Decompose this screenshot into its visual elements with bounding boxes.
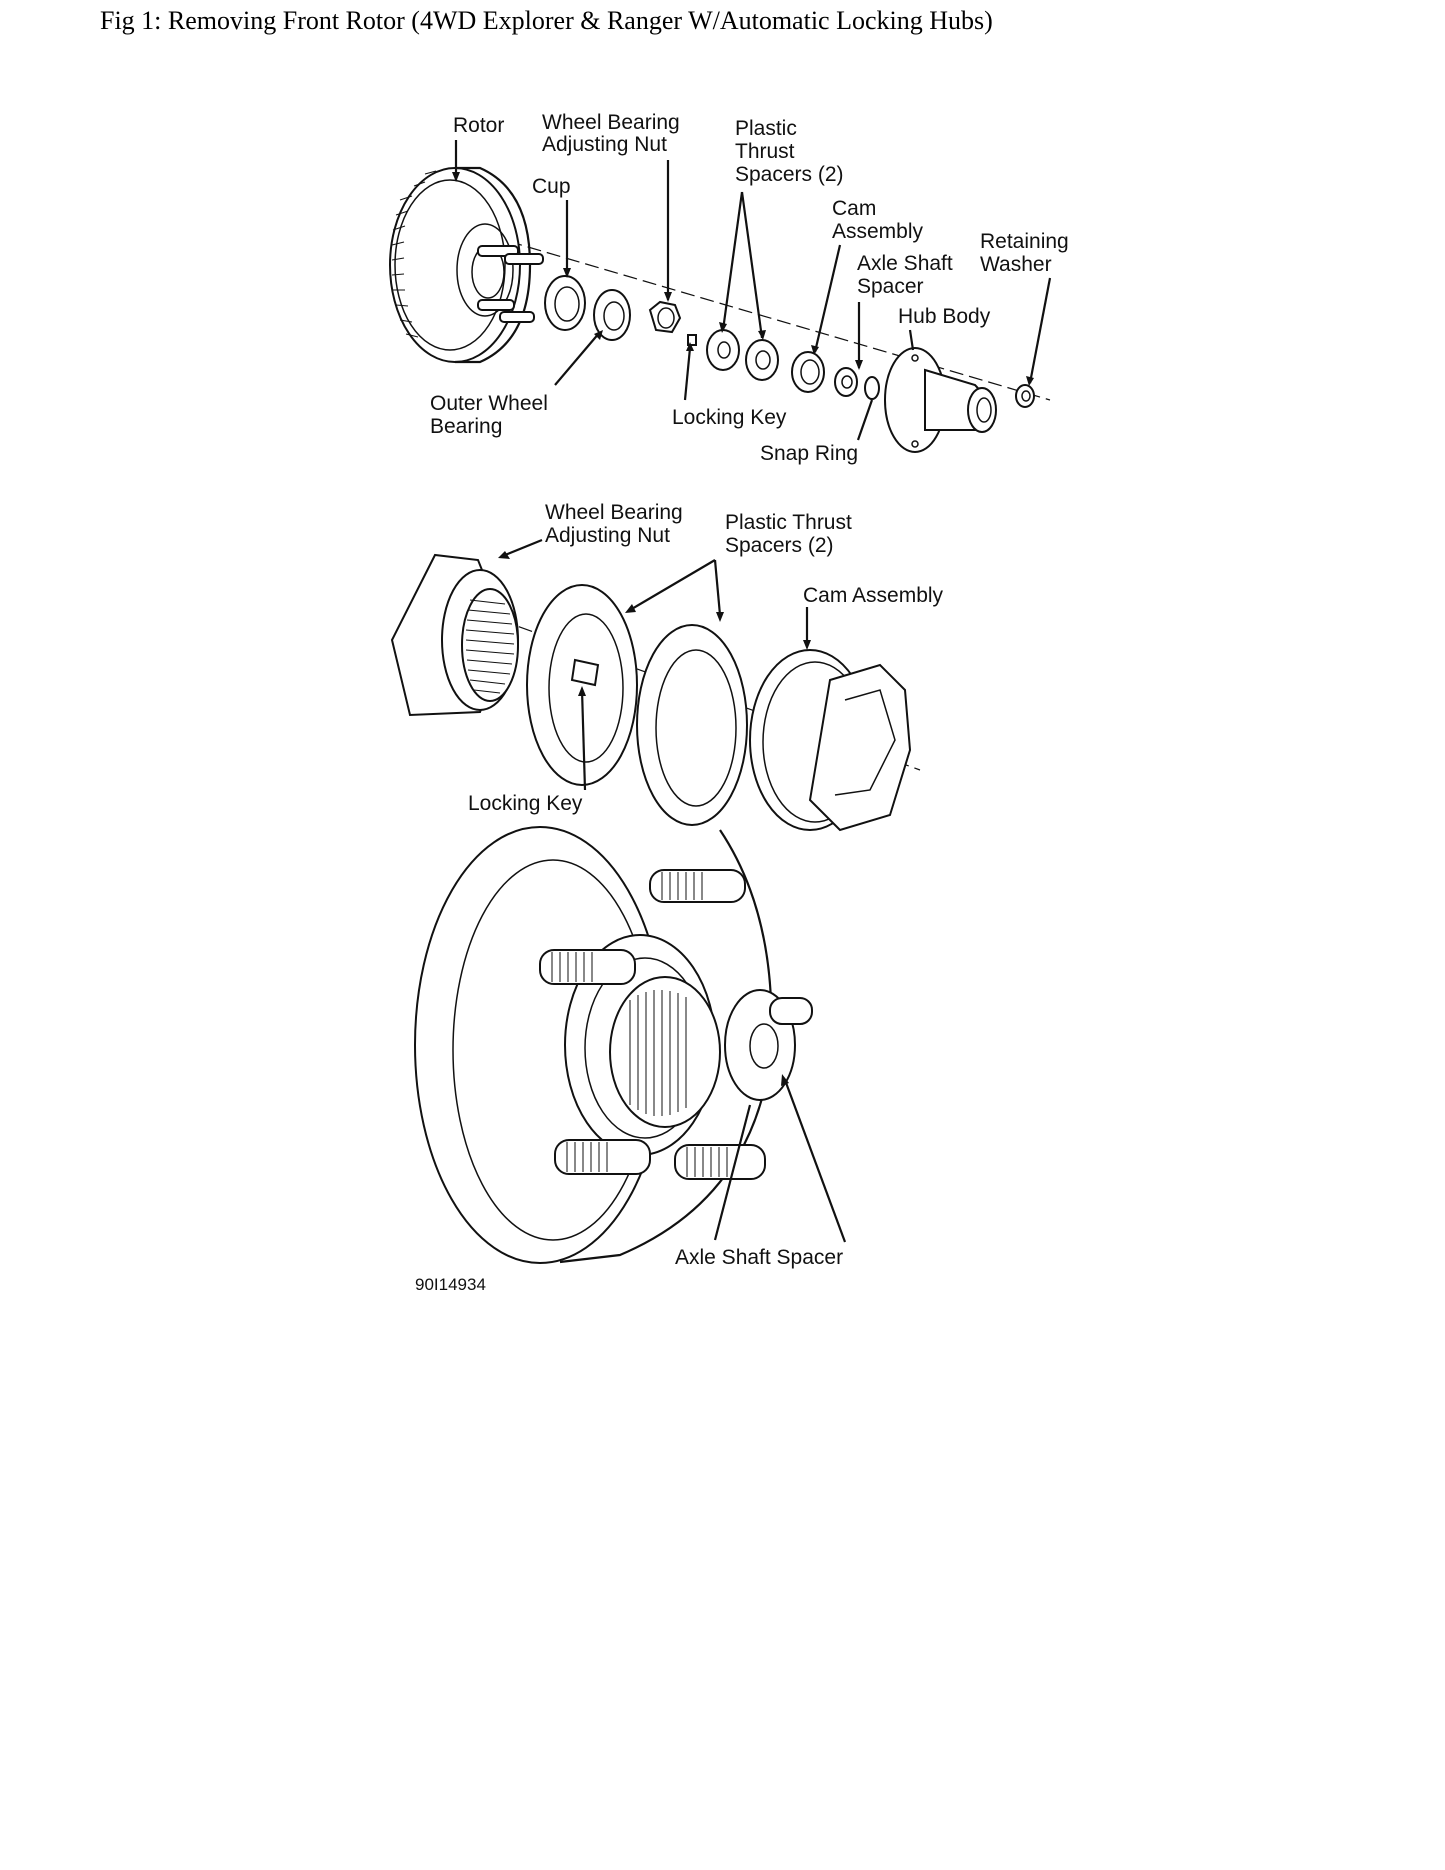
thrust-spacer-1-detail <box>526 584 638 786</box>
top-arrowheads <box>452 172 1034 386</box>
top-leader-lines <box>454 140 1052 441</box>
label-snap-ring: Snap Ring <box>760 442 858 465</box>
label-retaining-washer: Retaining Washer <box>980 230 1075 276</box>
label-cam-assembly-detail: Cam Assembly <box>803 584 944 607</box>
locking-key-drawing <box>687 334 697 346</box>
snap-ring-drawing <box>864 376 880 400</box>
hub-body-drawing <box>884 347 997 453</box>
figure-title: Fig 1: Removing Front Rotor (4WD Explore… <box>100 6 993 35</box>
thrust-spacers-drawing <box>706 329 779 381</box>
bottom-leader-lines <box>713 1079 847 1243</box>
adjusting-nut-drawing <box>648 300 682 334</box>
middle-arrowheads <box>498 551 811 696</box>
label-locking-key-detail: Locking Key <box>468 792 583 815</box>
retaining-washer-drawing <box>1015 384 1035 408</box>
thrust-spacer-2-detail <box>636 624 748 826</box>
bottom-assembled-view: Axle Shaft Spacer <box>414 826 847 1269</box>
label-wheel-bearing-adjusting-nut: Wheel Bearing Adjusting Nut <box>542 111 686 156</box>
label-axle-shaft-spacer-bottom: Axle Shaft Spacer <box>675 1246 843 1269</box>
label-cam-assembly: Cam Assembly <box>832 197 924 243</box>
label-cup: Cup <box>532 175 571 198</box>
label-locking-key-top: Locking Key <box>672 406 787 429</box>
label-hub-body: Hub Body <box>898 305 991 328</box>
label-plastic-thrust-spacers-detail: Plastic Thrust Spacers (2) <box>725 511 858 557</box>
middle-leader-lines <box>504 538 809 791</box>
top-exploded-view: Rotor Wheel Bearing Adjusting Nut Cup Pl… <box>389 111 1075 465</box>
wheel-studs <box>539 869 813 1180</box>
cam-assembly-drawing <box>791 351 825 393</box>
label-outer-wheel-bearing: Outer Wheel Bearing <box>430 392 554 438</box>
axle-shaft-spacer-drawing <box>834 367 858 397</box>
label-plastic-thrust-spacers: Plastic Thrust Spacers (2) <box>735 117 844 186</box>
label-rotor: Rotor <box>453 114 504 137</box>
adjusting-nut-detail <box>390 553 519 717</box>
rotor-drawing <box>389 166 544 364</box>
splines <box>629 990 687 1116</box>
cup-drawing <box>544 275 586 331</box>
figure-code: 90I14934 <box>415 1275 486 1294</box>
label-axle-shaft-spacer-top: Axle Shaft Spacer <box>857 252 959 298</box>
label-wheel-bearing-adjusting-nut-detail: Wheel Bearing Adjusting Nut <box>545 501 689 547</box>
outer-wheel-bearing-drawing <box>593 289 631 341</box>
bottom-arrowheads <box>781 1074 789 1086</box>
cam-assembly-detail <box>749 649 912 832</box>
middle-detail-view: Wheel Bearing Adjusting Nut Plastic Thru… <box>390 501 944 832</box>
